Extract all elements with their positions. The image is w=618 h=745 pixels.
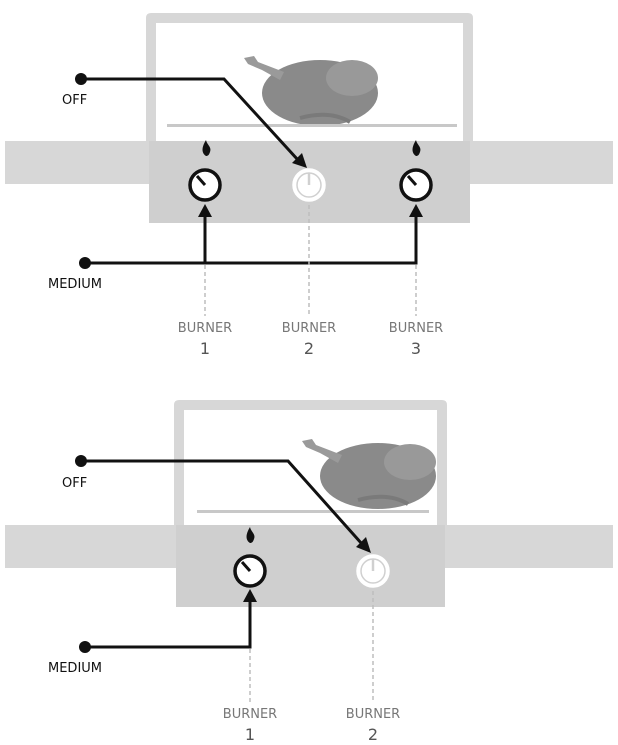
burner-knob-1[interactable]	[188, 168, 222, 202]
grill-grate	[167, 124, 457, 127]
off-arrowhead	[292, 153, 307, 168]
burner-knob-3[interactable]	[399, 168, 433, 202]
off-label: OFF	[62, 476, 87, 491]
medium-arrowhead	[198, 204, 212, 217]
medium-arrowhead	[409, 204, 423, 217]
medium-leader-line	[85, 216, 418, 265]
diagram-two-burners: OFF MEDIUM BURNER 1 BURNER 2	[5, 400, 613, 744]
burner-label: BURNER	[389, 321, 443, 336]
burner-knob-2[interactable]	[356, 554, 390, 588]
diagram-three-burners: OFF MEDIUM BURNER 1 BURNER 2 BURNER 3	[5, 13, 613, 358]
flame-icon	[246, 527, 255, 543]
roast-chicken	[244, 56, 378, 126]
medium-arrowhead	[243, 589, 257, 602]
grill-grate	[197, 510, 429, 513]
burner-label: BURNER	[282, 321, 336, 336]
burner-knob-2[interactable]	[292, 168, 326, 202]
medium-label: MEDIUM	[48, 277, 102, 292]
burner-number: 3	[411, 339, 421, 358]
control-panel	[176, 525, 445, 607]
burner-number: 1	[245, 725, 255, 744]
medium-leader-line	[85, 601, 252, 649]
burner-label: BURNER	[223, 707, 277, 722]
burner-knob-1[interactable]	[233, 554, 267, 588]
off-leader-line	[81, 77, 300, 162]
burner-label: BURNER	[346, 707, 400, 722]
burner-number: 1	[200, 339, 210, 358]
burner-number: 2	[304, 339, 314, 358]
burner-label: BURNER	[178, 321, 232, 336]
roast-chicken	[302, 439, 436, 509]
flame-icon	[412, 140, 421, 156]
off-arrowhead	[356, 537, 371, 553]
off-leader-line	[81, 459, 364, 545]
flame-icon	[202, 140, 211, 156]
medium-label: MEDIUM	[48, 661, 102, 676]
burner-number: 2	[368, 725, 378, 744]
off-label: OFF	[62, 93, 87, 108]
